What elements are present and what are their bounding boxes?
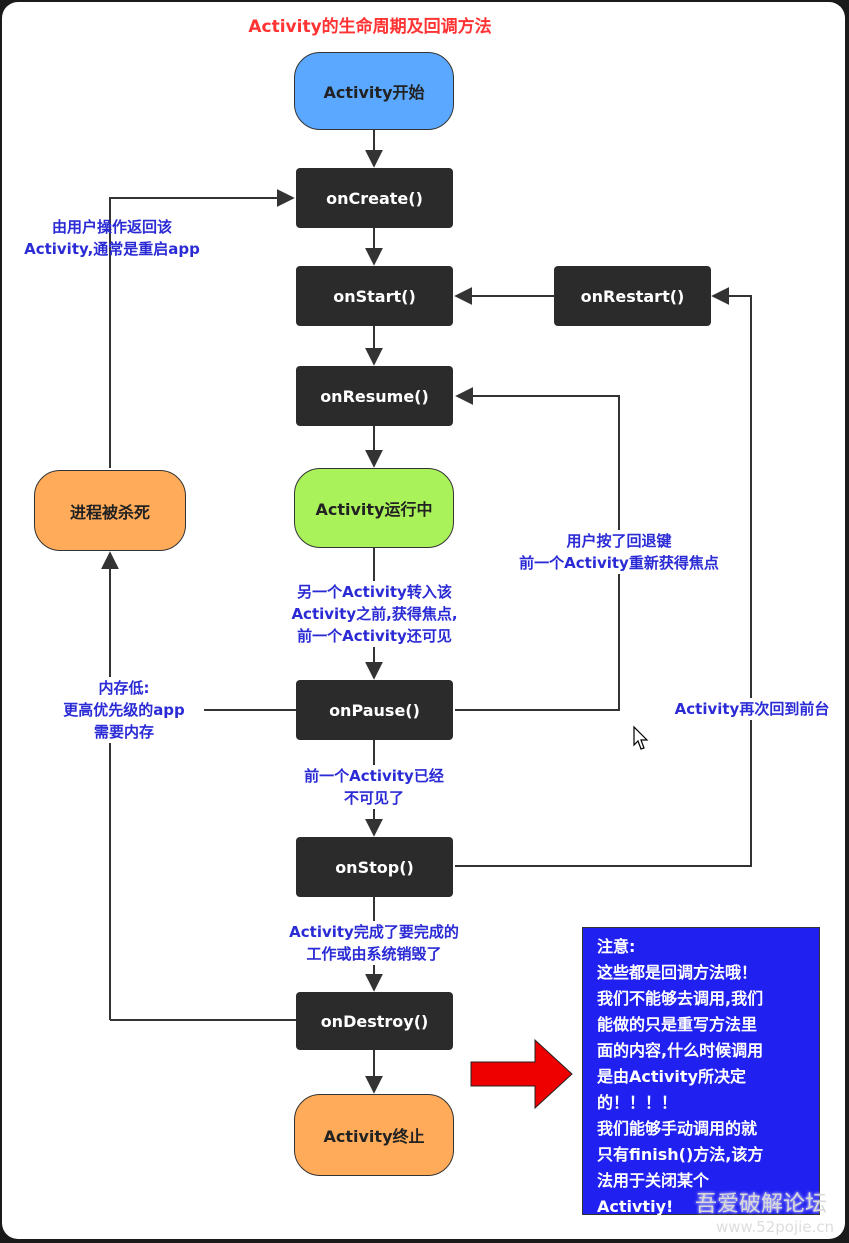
label-back-key: 用户按了回退键 前一个Activity重新获得焦点	[496, 530, 742, 574]
label-gain-focus-line2: Activity之前,获得焦点,	[291, 605, 458, 623]
node-onrestart-label: onRestart()	[580, 286, 685, 306]
node-process-killed-label: 进程被杀死	[69, 502, 150, 522]
watermark: 吾爱破解论坛	[695, 1192, 828, 1217]
label-user-return-line1: 由用户操作返回该	[51, 218, 172, 236]
note-box: 注意: 这些都是回调方法哦！ 我们不能够去调用,我们 能做的只是重写方法里 面的…	[582, 927, 820, 1216]
label-back-key-line1: 用户按了回退键	[566, 532, 672, 550]
arrow-killed-to-create	[109, 189, 295, 468]
note-line: 是由Activity所决定	[597, 1067, 746, 1086]
label-user-return: 由用户操作返回该 Activity,通常是重启app	[2, 216, 222, 260]
label-no-longer-visible-line1: 前一个Activity已经	[304, 767, 444, 785]
node-activity-running: Activity运行中	[294, 468, 454, 548]
node-process-killed: 进程被杀死	[34, 470, 186, 551]
note-line: 能做的只是重写方法里	[597, 1015, 758, 1034]
label-user-return-line2: Activity,通常是重启app	[24, 240, 200, 258]
note-line: 面的内容,什么时候调用	[597, 1041, 764, 1060]
note-line: 我们不能够去调用,我们	[597, 989, 764, 1008]
note-line: 这些都是回调方法哦！	[597, 963, 758, 982]
label-low-memory-line3: 需要内存	[93, 723, 154, 741]
node-onstop: onStop()	[296, 837, 453, 897]
label-back-to-front: Activity再次回到前台	[660, 698, 844, 720]
node-ondestroy-label: onDestroy()	[320, 1011, 429, 1031]
label-low-memory-line2: 更高优先级的app	[63, 701, 185, 719]
note-line: 的！！！！	[597, 1093, 678, 1112]
label-back-key-line2: 前一个Activity重新获得焦点	[519, 554, 719, 572]
node-ondestroy: onDestroy()	[296, 992, 453, 1050]
node-onpause-label: onPause()	[329, 700, 420, 720]
label-low-memory-line1: 内存低:	[98, 679, 150, 697]
label-no-longer-visible-line2: 不可见了	[343, 789, 404, 807]
red-arrow-icon	[470, 1038, 573, 1110]
cursor-icon	[633, 725, 649, 750]
node-onresume: onResume()	[296, 366, 453, 426]
label-back-to-front-line1: Activity再次回到前台	[674, 700, 830, 718]
node-activity-start-label: Activity开始	[323, 83, 425, 102]
label-gain-focus: 另一个Activity转入该 Activity之前,获得焦点, 前一个Activ…	[262, 581, 487, 647]
node-onstop-label: onStop()	[335, 857, 414, 877]
watermark-url: www.52pojie.cn	[716, 1218, 835, 1236]
node-activity-end-label: Activity终止	[323, 1127, 425, 1146]
node-activity-start: Activity开始	[294, 52, 454, 130]
node-activity-end: Activity终止	[294, 1094, 454, 1176]
label-finished: Activity完成了要完成的 工作或由系统销毁了	[268, 921, 480, 965]
node-oncreate: onCreate()	[296, 168, 453, 228]
label-no-longer-visible: 前一个Activity已经 不可见了	[282, 765, 466, 809]
note-line: 我们能够手动调用的就	[597, 1119, 758, 1138]
diagram-title: Activity的生命周期及回调方法	[248, 17, 492, 37]
node-oncreate-label: onCreate()	[326, 188, 423, 208]
node-onrestart: onRestart()	[554, 266, 711, 326]
label-finished-line1: Activity完成了要完成的	[289, 923, 459, 941]
node-onpause: onPause()	[296, 680, 453, 740]
note-line: Activtiy!	[597, 1197, 674, 1216]
node-activity-running-label: Activity运行中	[315, 500, 433, 519]
note-line: 注意:	[597, 937, 636, 956]
note-line: 只有finish()方法,该方	[597, 1145, 764, 1164]
node-onstart: onStart()	[296, 266, 453, 326]
note-line: 法用于关闭某个	[597, 1171, 710, 1190]
label-gain-focus-line3: 前一个Activity还可见	[297, 627, 452, 645]
node-onresume-label: onResume()	[320, 386, 429, 406]
arrow-stop-to-restart	[455, 287, 752, 867]
label-low-memory: 内存低: 更高优先级的app 需要内存	[44, 677, 204, 743]
label-gain-focus-line1: 另一个Activity转入该	[297, 583, 452, 601]
label-finished-line2: 工作或由系统销毁了	[306, 945, 442, 963]
node-onstart-label: onStart()	[333, 286, 416, 306]
